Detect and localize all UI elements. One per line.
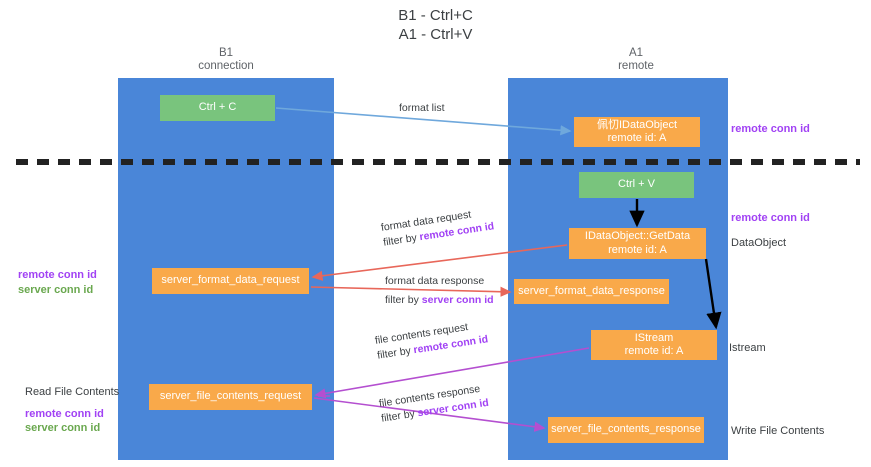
annotation-right-remote-conn-id-mid-text: remote conn id [731,212,810,224]
edge-file-contents-response [313,397,546,432]
node-server-format-data-response-label: server_format_data_response [518,284,665,297]
swimlane-a1-name: A1 [628,47,644,59]
annotation-right-istream-text: Istream [729,342,766,354]
edge-label-format-list-text: format list [399,102,445,114]
node-getdata-line1: IDataObject::GetData [584,230,691,242]
edge-format-data-request [311,244,568,281]
swimlane-header-a1: A1 remote [560,47,712,73]
node-ctrl-c[interactable]: Ctrl + C [160,95,275,121]
node-server-format-data-request[interactable]: server_format_data_request [152,268,309,294]
edge-format-data-response [310,286,512,297]
node-idataobject[interactable]: 佩忉IDataObject remote id: A [574,117,700,147]
node-server-file-contents-response-label: server_file_contents_response [551,423,701,436]
annotation-left-remote-conn-id: remote conn id [18,269,97,281]
swimlane-a1-sub: remote [618,60,654,72]
annotation-right-istream: Istream [729,341,766,356]
filter-prefix: filter by [380,407,419,425]
node-istream-line2: remote id: A [624,345,684,357]
title-line-1: B1 - Ctrl+C [398,7,473,24]
annotation-right-dataobject: DataObject [731,236,786,251]
filter-prefix: filter by [382,231,421,249]
node-getdata-line2: remote id: A [608,243,667,256]
filter-key-server-conn-id: server conn id [421,294,494,306]
node-server-file-contents-request[interactable]: server_file_contents_request [149,384,312,410]
node-idataobject-line2: remote id: A [607,132,667,144]
swimlane-header-b1: B1 connection [150,47,302,73]
edge-format-list [275,107,572,136]
filter-prefix: filter by [376,344,415,362]
swimlane-b1-sub: connection [198,60,254,72]
title-line-2: A1 - Ctrl+V [398,26,473,43]
filter-prefix: filter by [385,294,422,306]
annotation-read-file-contents-title: Read File Contents [25,386,120,398]
annotation-right-write-file-contents-text: Write File Contents [731,425,825,437]
edge-label-format-data-response: format data response filter by server co… [385,274,494,308]
node-idataobject-line1: 佩忉IDataObject [596,118,678,131]
page-title: B1 - Ctrl+C A1 - Ctrl+V [0,6,871,44]
edge-label-format-list: format list [399,101,445,116]
edge-getdata-to-istream [704,258,722,330]
annotation-left-server-conn-id: server conn id [18,283,94,296]
node-server-format-data-request-label: server_format_data_request [161,274,300,287]
annotation-right-remote-conn-id-mid: remote conn id [731,211,810,226]
annotation-read-server-conn-id: server conn id [25,422,101,434]
annotation-right-write-file-contents: Write File Contents [731,424,824,439]
edge-label-format-data-response-line2: filter by server conn id [385,293,494,308]
swimlane-b1-name: B1 [218,47,234,59]
edge-file-contents-request [314,347,590,399]
node-istream[interactable]: IStream remote id: A [591,330,717,360]
annotation-read-remote-conn-id: remote conn id [25,407,104,420]
edge-label-format-data-response-line1: format data response [385,275,485,287]
annotation-right-dataobject-text: DataObject [731,237,787,249]
annotation-right-remote-conn-id-top: remote conn id [731,122,810,137]
node-server-format-data-response[interactable]: server_format_data_response [514,279,669,304]
node-server-file-contents-request-label: server_file_contents_request [159,390,302,403]
annotation-right-remote-conn-id-top-text: remote conn id [731,123,810,135]
annotation-read-file-contents: Read File Contents remote conn id server… [25,385,125,436]
node-server-file-contents-response[interactable]: server_file_contents_response [548,417,704,443]
node-istream-line1: IStream [634,331,674,344]
node-ctrl-v-label: Ctrl + V [618,178,655,191]
node-ctrl-v[interactable]: Ctrl + V [579,172,694,198]
node-ctrl-c-label: Ctrl + C [198,101,237,114]
annotation-left-conn-ids: remote conn id server conn id [18,268,118,297]
node-idataobject-getdata[interactable]: IDataObject::GetData remote id: A [569,228,706,259]
